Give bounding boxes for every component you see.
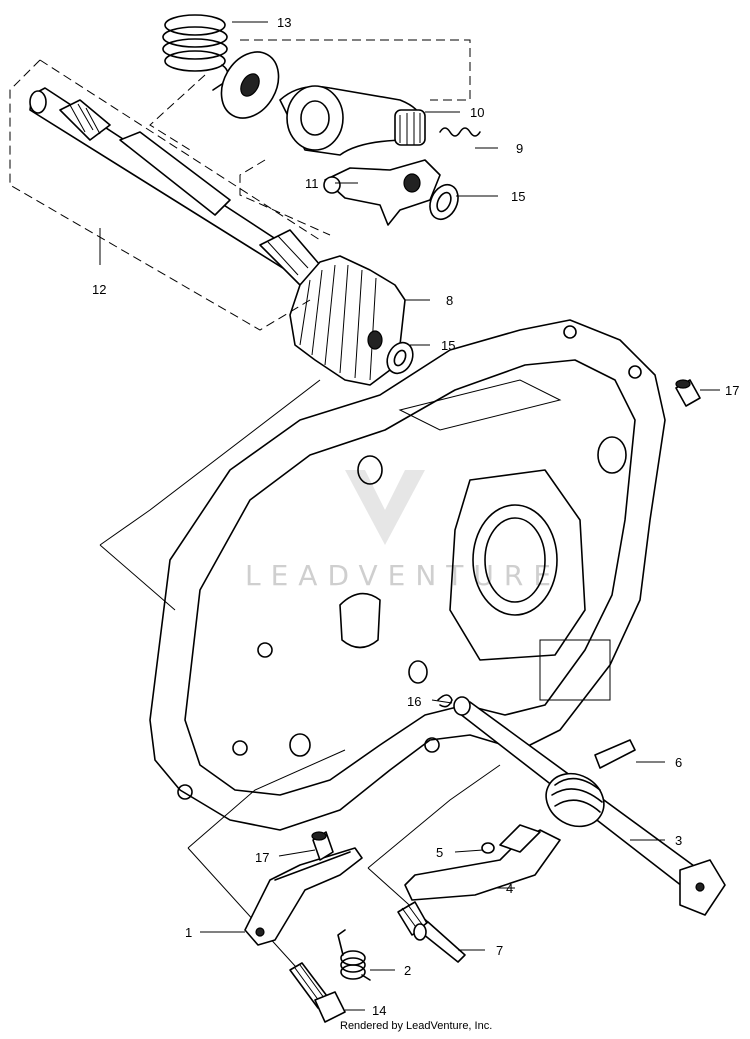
callout-13: 13 [277, 15, 291, 30]
part-15-washer-upper [429, 183, 459, 221]
part-11-plate [323, 159, 441, 226]
part-10-lever [279, 85, 426, 156]
callout-16: 16 [407, 694, 421, 709]
leader-lines [99, 21, 720, 1011]
callout-12: 12 [92, 282, 106, 297]
callout-6: 6 [675, 755, 682, 770]
assembly-brackets [99, 379, 501, 1011]
part-1-lever [244, 847, 363, 946]
part-16-clip [437, 694, 453, 708]
callout-17-upper: 17 [725, 383, 739, 398]
callout-14: 14 [372, 1003, 386, 1018]
callout-9: 9 [516, 141, 523, 156]
part-12-dashed-bracket [9, 59, 321, 331]
callout-labels: 13 10 9 11 15 12 8 15 17 16 6 3 5 17 4 1… [92, 15, 739, 1018]
part-9-spring [439, 127, 481, 137]
part-4-fork [404, 824, 561, 901]
callout-17-lower: 17 [255, 850, 269, 865]
part-6-fork-shaft [594, 739, 636, 769]
crankcase [149, 319, 666, 831]
part-15-washer-lower [386, 341, 414, 375]
part-3-shift-shaft [453, 696, 726, 916]
part-17-dowel-lower [311, 831, 334, 861]
part-13-spring [162, 14, 229, 91]
part-17-dowel-upper [675, 379, 701, 407]
watermark-text: LEADVENTURE [245, 559, 561, 592]
washer-upper [220, 51, 280, 119]
callout-5: 5 [436, 845, 443, 860]
part-5-pin [481, 842, 495, 854]
callout-15-upper: 15 [511, 189, 525, 204]
part-12-shaft [29, 87, 321, 286]
part-2-spring [337, 929, 371, 981]
callout-2: 2 [404, 963, 411, 978]
callout-7: 7 [496, 943, 503, 958]
callout-3: 3 [675, 833, 682, 848]
render-credit: Rendered by LeadVenture, Inc. [340, 1020, 492, 1032]
watermark: LEADVENTURE [245, 470, 561, 592]
part-14-bolt [289, 962, 346, 1023]
part-7-bolt [397, 901, 466, 963]
callout-1: 1 [185, 925, 192, 940]
callout-8: 8 [446, 293, 453, 308]
callout-10: 10 [470, 105, 484, 120]
callout-11: 11 [305, 176, 319, 191]
upper-dashed-bracket [149, 39, 471, 236]
callout-15-lower: 15 [441, 338, 455, 353]
callout-4: 4 [506, 881, 513, 896]
